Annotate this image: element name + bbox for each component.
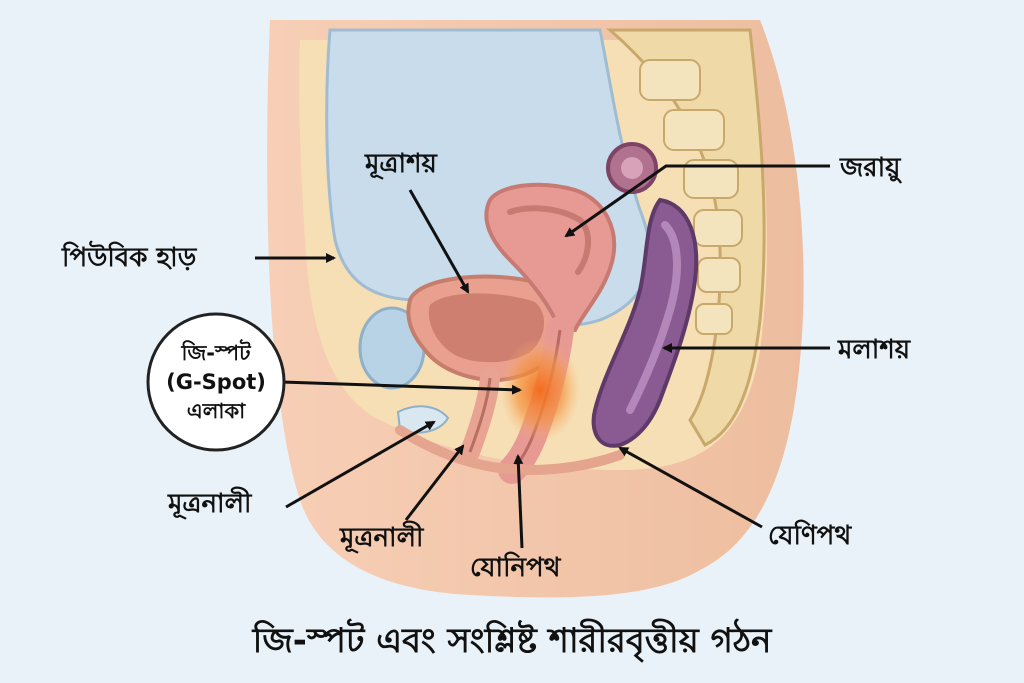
label-vagina-right: যেণিপথ <box>768 519 852 551</box>
label-vagina-center: যোনিপথ <box>470 551 562 583</box>
leader-lines <box>255 164 830 549</box>
gspot-callout-line1: জি-স্পট <box>180 339 252 365</box>
label-rectum: মলাশয় <box>837 335 912 365</box>
label-bladder: মূত্রাশয় <box>364 149 438 180</box>
gspot-callout: জি-স্পট (G-Spot) এলাকা <box>146 312 286 452</box>
label-pubic-bone: পিউবিক হাড় <box>61 240 198 273</box>
label-uterus: জরায়ু <box>839 153 902 184</box>
rectum <box>591 197 699 448</box>
arrow-vagina-center <box>513 454 524 549</box>
uterus <box>484 182 617 332</box>
arrow-bladder <box>408 189 470 294</box>
gspot-callout-line3: এলাকা <box>187 399 246 423</box>
arrow-vagina-right <box>618 446 763 529</box>
arrow-urethra-center <box>404 444 465 521</box>
gspot-callout-line2: (G-Spot) <box>166 370 266 394</box>
perineum <box>395 425 625 476</box>
arrow-urethra-left <box>285 420 436 509</box>
gspot-highlight <box>500 338 580 442</box>
label-urethra-center: মূত্রনালী <box>339 520 425 554</box>
diagram-title: জি-স্পট এবং সংশ্লিষ্ট শারীরবৃত্তীয় গঠন <box>252 618 774 663</box>
spine <box>606 28 766 447</box>
label-urethra-left: মূত্রনালী <box>167 486 253 520</box>
arrow-gspot <box>281 380 522 395</box>
arrow-uterus <box>564 164 830 238</box>
